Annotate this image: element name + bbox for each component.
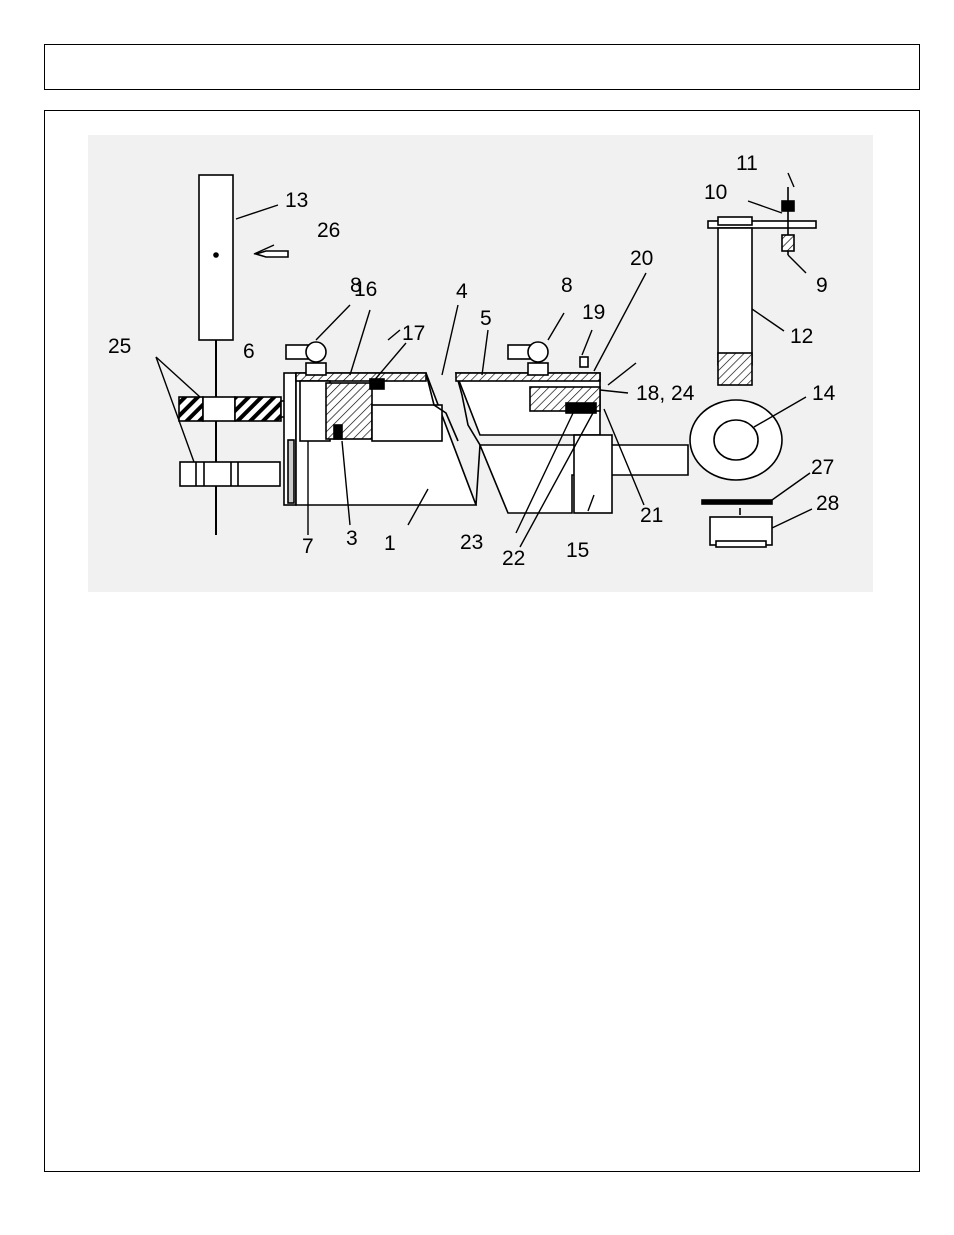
bushing-25-center (202, 396, 236, 422)
callout-20: 20 (630, 247, 653, 270)
bushing-25-left (178, 396, 204, 422)
mount-15 (573, 434, 613, 514)
callout-28: 28 (816, 492, 839, 515)
callout-13: 13 (285, 189, 308, 212)
callout-15: 15 (566, 539, 589, 562)
callout-labels: 13 26 25 8 16 6 17 4 5 8 19 20 18, 24 21… (108, 152, 839, 570)
callout-22: 22 (502, 547, 525, 570)
callout-8-right: 8 (561, 274, 573, 297)
piston-16 (325, 382, 373, 440)
content-box (44, 110, 920, 1172)
drawing-lines (178, 174, 817, 548)
pin-13-hole (213, 252, 219, 258)
washer-27 (701, 499, 773, 505)
callout-8-left: 8 (350, 274, 362, 297)
callout-26: 26 (317, 219, 340, 242)
rod-lower (478, 444, 689, 514)
callout-25: 25 (108, 335, 131, 358)
pin-12 (717, 227, 753, 366)
callout-27: 27 (811, 456, 834, 479)
callout-5: 5 (480, 307, 492, 330)
bushing-25-right (234, 396, 282, 422)
header-box (44, 44, 920, 90)
callout-21: 21 (640, 504, 663, 527)
callout-14: 14 (812, 382, 836, 405)
callout-19: 19 (582, 301, 605, 324)
callout-3: 3 (346, 527, 358, 550)
bolt-9 (781, 234, 795, 252)
eye-14-bore (713, 419, 759, 461)
callout-4: 4 (456, 280, 468, 303)
callout-16: 16 (354, 278, 377, 301)
callout-18-24: 18, 24 (636, 382, 695, 405)
callout-1: 1 (384, 532, 396, 555)
leader-lines (155, 172, 813, 548)
hydraulic-cylinder-exploded-diagram: 13 26 25 8 16 6 17 4 5 8 19 20 18, 24 21… (88, 135, 873, 592)
fitting-8-right-stub (507, 344, 531, 360)
nut-11 (781, 200, 795, 212)
fitting-8-left (305, 341, 327, 363)
callout-11: 11 (736, 152, 758, 175)
cotter-pin-26 (253, 250, 289, 258)
fitting-8-right (527, 341, 549, 363)
callout-23: 23 (460, 531, 483, 554)
wiper-22 (565, 402, 597, 414)
plate-10 (707, 220, 817, 229)
seal-17 (369, 378, 385, 390)
callout-9: 9 (816, 274, 828, 297)
callout-17: 17 (402, 322, 425, 345)
callout-7: 7 (302, 535, 314, 558)
rod-4 (371, 404, 443, 442)
fitting-8-left-stub (285, 344, 309, 360)
bleed-19 (579, 356, 589, 368)
bushing-25-lower (179, 461, 281, 487)
callout-12: 12 (790, 325, 813, 348)
callout-6: 6 (243, 340, 255, 363)
callout-10: 10 (704, 181, 727, 204)
